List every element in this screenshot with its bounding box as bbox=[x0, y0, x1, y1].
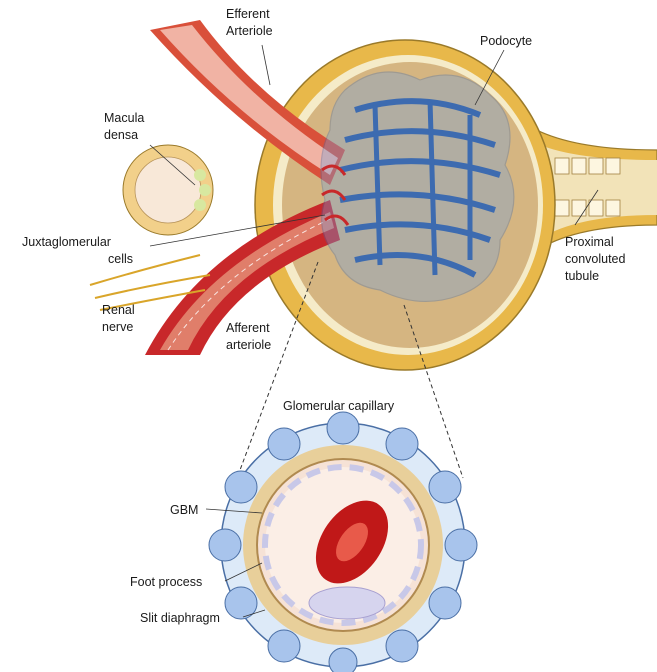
label-renal-1: Renal bbox=[102, 303, 135, 317]
glomerular-tuft bbox=[321, 72, 514, 301]
label-macula-2: densa bbox=[104, 128, 138, 142]
label-podocyte: Podocyte bbox=[480, 34, 532, 48]
label-slit-diaphragm: Slit diaphragm bbox=[140, 611, 220, 625]
macula-densa bbox=[123, 145, 213, 235]
label-capillary-title: Glomerular capillary bbox=[283, 399, 395, 413]
label-proximal-2: convoluted bbox=[565, 252, 626, 266]
label-proximal-1: Proximal bbox=[565, 235, 614, 249]
leader-efferent bbox=[262, 45, 270, 85]
label-juxta-1: Juxtaglomerular bbox=[22, 235, 111, 249]
label-efferent-1: Efferent bbox=[226, 7, 270, 21]
label-afferent-1: Afferent bbox=[226, 321, 270, 335]
label-afferent-2: arteriole bbox=[226, 338, 271, 352]
label-foot-process: Foot process bbox=[130, 575, 202, 589]
label-juxta-2: cells bbox=[108, 252, 133, 266]
label-proximal-3: tubule bbox=[565, 269, 599, 283]
capillary-cross-section bbox=[221, 423, 465, 667]
label-efferent-2: Arteriole bbox=[226, 24, 273, 38]
label-renal-2: nerve bbox=[102, 320, 133, 334]
label-gbm: GBM bbox=[170, 503, 198, 517]
label-macula-1: Macula bbox=[104, 111, 144, 125]
